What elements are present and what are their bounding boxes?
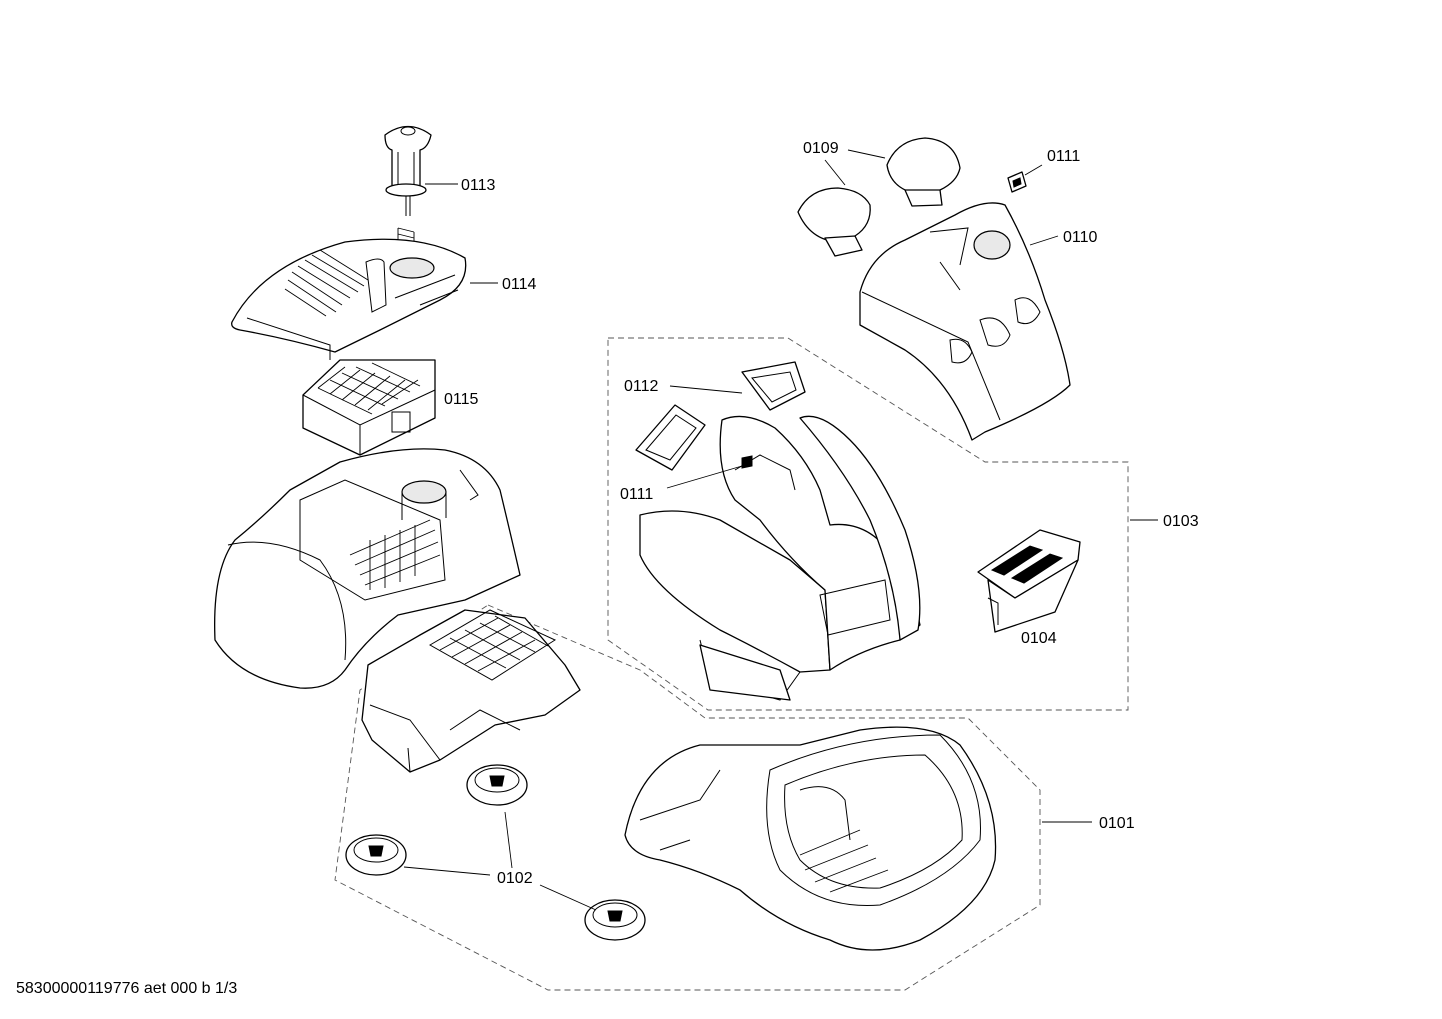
leader-0112 (669, 385, 743, 394)
document-id: 58300000119776 aet 000 b 1/3 (16, 980, 238, 997)
leader-0102-b (403, 866, 491, 876)
leader-0111-mid (666, 465, 743, 489)
filter-housing-0103-part (639, 415, 921, 701)
callout-0114: 0114 (502, 276, 537, 293)
callout-0111-top: 0111 (1047, 148, 1080, 165)
castor-wheel-1 (466, 764, 528, 806)
callout-0112: 0112 (624, 378, 659, 395)
knob-0113-part (384, 125, 432, 216)
filter-frame-0112-a (741, 361, 806, 411)
callout-0113: 0113 (461, 177, 496, 194)
leader-0109-a (847, 149, 886, 159)
housing-top-0110-part (859, 202, 1071, 441)
base-housing-0101-part (624, 726, 997, 951)
leader-0102-c (539, 884, 597, 911)
motor-housing-part (361, 609, 581, 773)
castor-wheel-2 (345, 834, 407, 876)
filter-0115-part (302, 359, 436, 456)
group-outline-0101 (334, 604, 1041, 991)
filter-frame-0112-b (635, 404, 706, 471)
castor-wheel-3 (584, 899, 646, 941)
cover-0114-part (231, 238, 467, 360)
leader-0102-a (504, 811, 513, 869)
group-outline-0103 (607, 337, 1129, 711)
callout-0111-mid: 0111 (620, 486, 653, 503)
wheel-0109-front (797, 187, 871, 257)
leader-0111-top (1024, 164, 1043, 176)
callout-0115: 0115 (444, 391, 479, 408)
callout-0110: 0110 (1063, 229, 1098, 246)
callout-0104: 0104 (1021, 630, 1057, 647)
callout-0101: 0101 (1099, 815, 1135, 832)
callout-0102: 0102 (497, 870, 533, 887)
callout-0103: 0103 (1163, 513, 1199, 530)
housing-left-part (214, 448, 521, 689)
wheel-0109-back (886, 137, 961, 207)
callout-0109: 0109 (803, 140, 839, 157)
cassette-0104-part (977, 529, 1081, 633)
leader-0109-b (824, 159, 846, 186)
leader-0110 (1029, 235, 1059, 246)
catch-0111-top (1007, 171, 1027, 193)
